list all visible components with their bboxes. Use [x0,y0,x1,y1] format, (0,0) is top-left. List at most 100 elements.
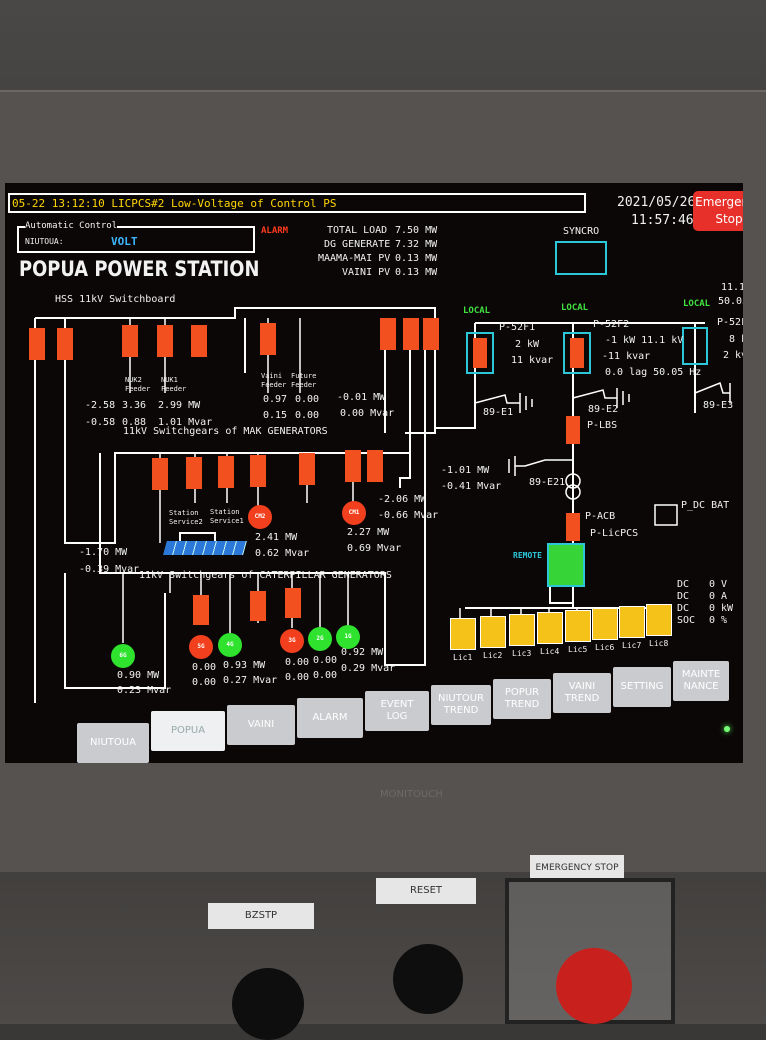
station-service1-label: Station [210,508,240,516]
battery-label: Lic2 [483,651,503,660]
brand-logo: MONITOUCH [380,789,443,800]
feeder-name: Feeder [125,385,151,393]
f1-kvar: 11 kvar [511,355,554,366]
battery-label: Lic5 [568,645,588,654]
power-led [724,726,730,732]
tab-popur-trend[interactable]: POPUR TREND [493,679,551,719]
auto-control-title: Automatic Control [25,221,118,231]
station-service2-label: Station [169,509,199,517]
hss-left-mw: -2.58 [85,400,116,411]
generator-cm2[interactable]: CM2 [248,505,272,529]
dc-bat-label: P_DC BAT [681,500,730,511]
generator-cm1[interactable]: CM1 [342,501,366,525]
generator-6g[interactable]: 6G [111,644,135,668]
bus-lines [34,307,705,703]
cm1-mvar: 0.69 Mvar [347,543,402,554]
summary-value: 7.50 MW [395,225,438,236]
tab-vaini[interactable]: VAINI [227,705,295,745]
tab-maintenance[interactable]: MAINTE NANCE [673,661,729,701]
battery-lic5[interactable] [565,610,591,642]
f3-kvar: 2 kvar [723,350,743,361]
date: 2021/05/26 [617,195,696,210]
summary-label: DG GENERATE [324,239,391,250]
generator-3g[interactable]: 3G [280,629,304,653]
tab-niutour-trend[interactable]: NIUTOUR TREND [431,685,491,725]
f2-local-label: LOCAL [561,303,589,313]
generator-4g[interactable]: 4G [218,633,242,657]
feeder-name: NUK2 [125,376,142,384]
feeder-name: NUK1 [161,376,178,384]
tab-popua[interactable]: POPUA [151,711,225,751]
emergency-stop-mushroom-button[interactable] [556,948,632,1024]
gen-mvar: 0.00 [313,670,338,681]
hss-title: HSS 11kV Switchboard [55,294,176,305]
gen-mvar: 0.00 [192,677,217,688]
f2-pf: 0.0 lag 50.05 Hz [605,367,702,378]
feeder-name: Feeder [261,381,287,389]
tab-event-log[interactable]: EVENT LOG [365,691,429,731]
dc-label: DC [677,591,690,602]
feeder-mw: 3.36 [122,400,147,411]
mak-left-mvar: -0.39 Mvar [79,564,140,575]
tie-mw: -2.06 MW [378,494,427,505]
battery-label: Lic6 [595,643,615,652]
feeder-mvar: 0.88 [122,417,147,428]
cm1-mw: 2.27 MW [347,527,390,538]
summary-label: VAINI PV [342,267,391,278]
battery-lic1[interactable] [450,618,476,650]
local-breaker-frames [466,327,708,374]
tab-alarm[interactable]: ALARM [297,698,363,738]
f1-local-label: LOCAL [463,306,491,316]
alarm-indicator[interactable]: ALARM [261,226,289,236]
battery-label: Lic4 [540,647,560,656]
bus-frequency: 50.05 Hz [718,296,743,307]
hss-right-mvar: 0.00 Mvar [340,408,395,419]
syncro-button[interactable] [555,241,607,275]
battery-lic4[interactable] [537,612,563,644]
generator-5g[interactable]: 5G [189,635,213,659]
earth-e21-label: 89-E21 [529,477,566,488]
gen-mvar: 0.00 [285,672,310,683]
gen-mw: 0.00 [313,655,338,666]
soc-value: 0 % [709,615,728,626]
f2-kw: -1 kW 11.1 kV [605,335,684,346]
cm2-mvar: 0.62 Mvar [255,548,310,559]
f1-name: P-52F1 [499,322,536,333]
mak-title: 11kV Switchgears of MAK GENERATORS [123,426,328,437]
battery-lic7[interactable] [619,606,645,638]
dc-power: 0 kW [709,603,734,614]
f3-name: P-52F3 [717,317,743,328]
earth-switches [474,381,731,526]
pcs-inverter-button[interactable] [547,543,585,587]
bzstp-button[interactable] [232,968,304,1040]
earth-e1: 89-E1 [483,407,514,418]
gen-mw: 0.93 MW [223,660,266,671]
pv-mvar: -0.41 Mvar [441,481,502,492]
generator-1g[interactable]: 1G [336,625,360,649]
battery-lic6[interactable] [592,608,618,640]
battery-lic8[interactable] [646,604,672,636]
feeder-name: Feeder [291,381,317,389]
dc-voltage: 0 V [709,579,728,590]
summary-label: MAAMA-MAI PV [318,253,391,264]
syncro-label: SYNCRO [563,226,600,237]
emergency-stop-button[interactable]: Emergency Stop [693,191,743,231]
battery-lic3[interactable] [509,614,535,646]
feeder-name: Vaini [261,372,283,380]
feeder-mw: 2.99 MW [158,400,201,411]
remote-label: REMOTE [513,551,542,560]
alarm-banner[interactable]: 05-22 13:12:10 LICPCS#2 Low-Voltage of C… [8,193,586,213]
reset-button[interactable] [393,944,463,1014]
tab-niutoua[interactable]: NIUTOUA [77,723,149,763]
tab-setting[interactable]: SETTING [613,667,671,707]
feeder-mw: 0.97 [263,394,288,405]
tab-vaini-trend[interactable]: VAINI TREND [553,673,611,713]
gen-mw: 0.00 [285,657,310,668]
station-service2-label: Service2 [169,518,203,526]
generator-2g[interactable]: 2G [308,627,332,651]
summary-value: 0.13 MW [395,253,438,264]
mak-left-mw: -1.70 MW [79,547,128,558]
battery-lic2[interactable] [480,616,506,648]
dc-label: DC [677,579,690,590]
acb-label: P-ACB [585,511,616,522]
